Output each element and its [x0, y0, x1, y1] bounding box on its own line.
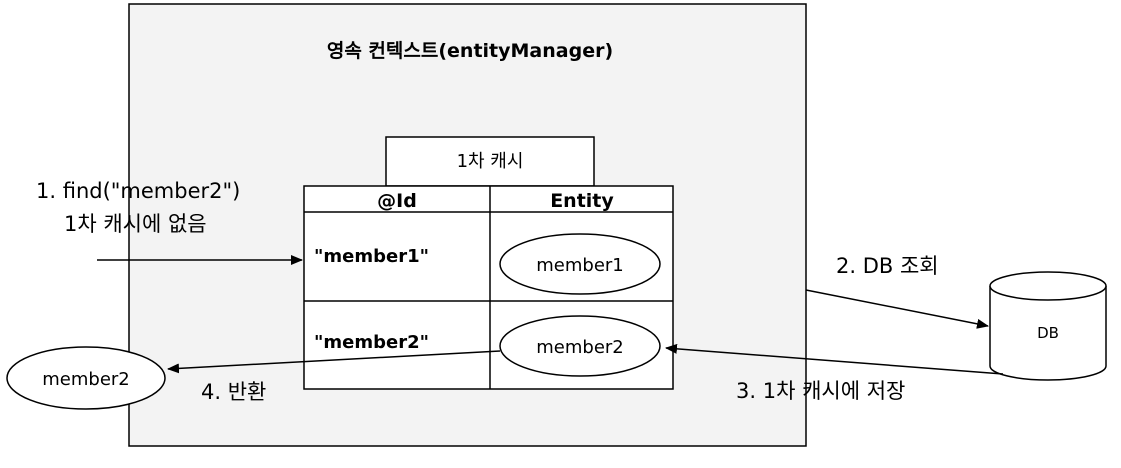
cache-header-id: @Id	[377, 190, 417, 212]
cache-row-1-id: "member1"	[314, 246, 429, 267]
result-entity-ellipse	[6, 346, 166, 410]
db-cylinder	[989, 271, 1107, 381]
db-label: DB	[1037, 324, 1059, 342]
arrow-db-lookup	[805, 289, 989, 329]
cache-row-1-entity: member1	[536, 255, 624, 276]
cache-row-2-entity-ellipse	[499, 315, 661, 377]
arrow-store	[665, 343, 1004, 375]
step-3-store: 3. 1차 캐시에 저장	[736, 379, 905, 403]
cache-header-entity: Entity	[550, 190, 614, 212]
result-entity-label: member2	[42, 369, 130, 390]
cache-label-box	[385, 136, 595, 187]
cache-row-2-entity: member2	[536, 337, 624, 358]
step-1-cache-miss: 1차 캐시에 없음	[64, 212, 207, 236]
cache-row-2-id: "member2"	[314, 332, 429, 353]
context-title: 영속 컨텍스트(entityManager)	[327, 40, 613, 62]
step-4-return: 4. 반환	[201, 380, 266, 404]
step-1-find: 1. find("member2")	[36, 179, 240, 203]
cache-label: 1차 캐시	[457, 151, 524, 172]
cache-row-1-entity-ellipse	[499, 233, 661, 295]
arrow-return	[167, 350, 501, 374]
step-2-db-lookup: 2. DB 조회	[836, 254, 939, 278]
